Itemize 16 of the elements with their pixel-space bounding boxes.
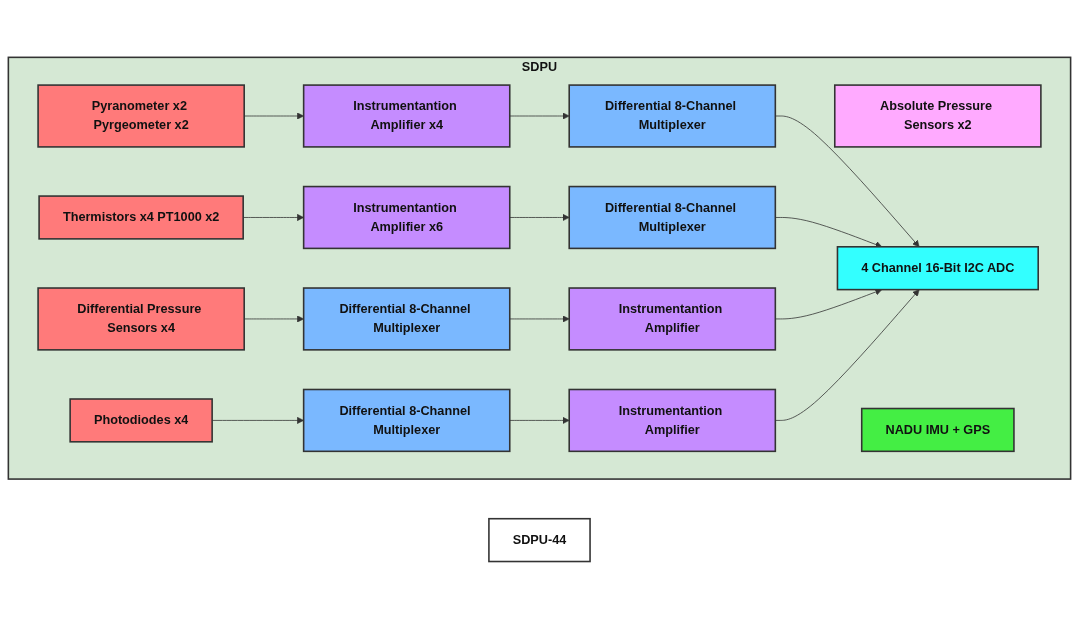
node-box: SDPU-44 bbox=[488, 517, 591, 563]
node-box: NADU IMU + GPS bbox=[860, 407, 1015, 453]
node-box: Instrumentantion Amplifier x6 bbox=[302, 185, 511, 250]
node-box: Differential 8-Channel Multiplexer bbox=[302, 388, 511, 453]
node-box: Instrumentantion Amplifier bbox=[568, 287, 777, 351]
node-box: Pyranometer x2 Pyrgeometer x2 bbox=[37, 84, 245, 148]
node-box: Photodiodes x4 bbox=[69, 398, 213, 443]
node-box: Absolute Pressure Sensors x2 bbox=[834, 84, 1042, 148]
node-box: Differential Pressure Sensors x4 bbox=[37, 287, 245, 351]
node-box: Differential 8-Channel Multiplexer bbox=[568, 84, 777, 148]
node-box: Instrumentantion Amplifier bbox=[568, 388, 777, 453]
node-box: 4 Channel 16-Bit I2C ADC bbox=[836, 246, 1039, 291]
node-box: Differential 8-Channel Multiplexer bbox=[302, 287, 511, 351]
node-box: Thermistors x4 PT1000 x2 bbox=[38, 195, 244, 240]
node-box: Differential 8-Channel Multiplexer bbox=[568, 185, 777, 250]
node-box: Instrumentantion Amplifier x4 bbox=[302, 84, 511, 148]
